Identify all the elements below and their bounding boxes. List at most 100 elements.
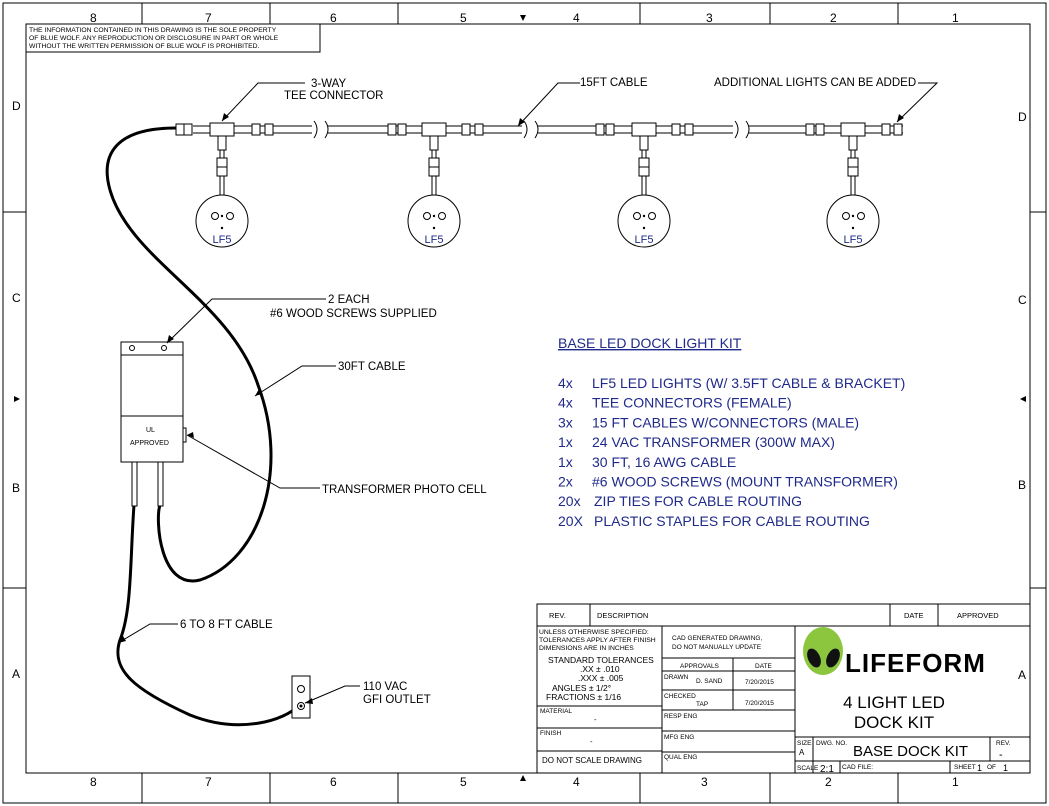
tee-connector [209, 122, 235, 137]
kit-item-qty: 3x [558, 414, 573, 430]
drop-connector [638, 166, 650, 177]
col-label: 3 [701, 775, 708, 789]
cable-6-to-8ft [116, 504, 300, 727]
light-assembly: LF5 [407, 122, 461, 248]
transformer-approved: APPROVED [130, 440, 169, 447]
svg-text:.XXX ± .005: .XXX ± .005 [578, 673, 624, 683]
svg-text:QUAL ENG: QUAL ENG [664, 754, 697, 761]
row-label: A [12, 667, 20, 681]
kit-item-desc: LF5 LED LIGHTS (W/ 3.5FT CABLE & BRACKET… [592, 375, 905, 391]
svg-text:DIMENSIONS ARE IN INCHES: DIMENSIONS ARE IN INCHES [539, 645, 634, 652]
drawing-title-2: DOCK KIT [854, 713, 934, 732]
led-light-icon [617, 194, 671, 248]
dwg-number: BASE DOCK KIT [853, 743, 968, 760]
svg-text:MATERIAL: MATERIAL [540, 708, 572, 715]
callout-6-to-8ft-cable: 6 TO 8 FT CABLE [180, 619, 273, 631]
svg-text:FINISH: FINISH [540, 730, 562, 737]
light-assembly: LF5 [617, 122, 671, 248]
svg-text:A: A [799, 748, 805, 757]
callouts: 3-WAY TEE CONNECTOR 15FT CABLE ADDITIONA… [180, 77, 916, 706]
drop-connector [638, 157, 650, 168]
transformer: UL APPROVED [120, 341, 187, 507]
led-light-icon [407, 194, 461, 248]
row-label: B [1018, 478, 1026, 492]
proprietary-notice: THE INFORMATION CONTAINED IN THIS DRAWIN… [29, 27, 279, 50]
row-label: D [1018, 110, 1027, 124]
svg-text:DO NOT MANUALLY UPDATE: DO NOT MANUALLY UPDATE [672, 644, 762, 651]
svg-text:DRAWN: DRAWN [664, 674, 689, 681]
svg-text:TOLERANCES APPLY AFTER FINISH: TOLERANCES APPLY AFTER FINISH [539, 637, 656, 644]
row-label: A [1018, 668, 1026, 682]
title-block-text: REV. DESCRIPTION DATE APPROVED UNLESS OT… [539, 611, 1011, 775]
kit-title: BASE LED DOCK LIGHT KIT [558, 335, 742, 351]
socket-icon [297, 685, 305, 693]
kit-item-qty: 1x [558, 454, 573, 470]
cable-break-symbols [312, 120, 750, 139]
light-label: LF5 [213, 234, 232, 246]
gfi-outlet [291, 675, 311, 719]
svg-text:UNLESS OTHERWISE SPECIFIED:: UNLESS OTHERWISE SPECIFIED: [539, 629, 649, 636]
col-label: 6 [330, 11, 337, 25]
drop-connector [847, 166, 859, 177]
notice-box [25, 23, 321, 53]
svg-text:TAP: TAP [696, 701, 708, 708]
svg-text:7/20/2015: 7/20/2015 [745, 679, 774, 686]
svg-text:DO NOT SCALE DRAWING: DO NOT SCALE DRAWING [542, 756, 642, 765]
drop-connector [428, 157, 440, 168]
svg-text:SHEET: SHEET [954, 764, 976, 771]
svg-text:-: - [590, 737, 593, 746]
callout-tee-2: TEE CONNECTOR [284, 90, 383, 102]
svg-text:.XX ± .010: .XX ± .010 [580, 664, 620, 674]
drop-connector [428, 166, 440, 177]
svg-text:-: - [594, 715, 597, 724]
svg-text:APPROVALS: APPROVALS [680, 663, 720, 670]
svg-text:REV.: REV. [996, 740, 1011, 747]
kit-item-qty: 4x [558, 395, 573, 411]
svg-text:WITHOUT THE WRITTEN PERMISSION: WITHOUT THE WRITTEN PERMISSION OF BLUE W… [29, 43, 260, 50]
svg-text:SCALE: SCALE [797, 765, 819, 772]
col-label: 8 [90, 11, 97, 25]
approved-header: APPROVED [957, 611, 999, 620]
col-label: 4 [573, 775, 580, 789]
kit-item-qty: 20x [558, 493, 581, 509]
callout-additional-lights: ADDITIONAL LIGHTS CAN BE ADDED [714, 77, 916, 89]
svg-text:1: 1 [977, 763, 982, 773]
row-label: D [12, 99, 21, 113]
col-label: 7 [205, 775, 212, 789]
callout-screws-1: 2 EACH [328, 294, 370, 306]
light-assembly: LF5 [826, 122, 880, 248]
socket-icon [297, 702, 305, 710]
date-header: DATE [904, 611, 923, 620]
callout-photo-cell: TRANSFORMER PHOTO CELL [322, 484, 487, 496]
svg-text:1: 1 [1003, 763, 1008, 773]
kit-item-desc: ZIP TIES FOR CABLE ROUTING [594, 493, 802, 509]
col-label: 7 [205, 11, 212, 25]
lifeform-logo: LIFEFORM [803, 627, 985, 678]
col-label: 4 [573, 11, 580, 25]
drop-connector [216, 157, 228, 168]
transformer-lead [157, 461, 164, 507]
col-label: 2 [830, 11, 837, 25]
col-label: 1 [952, 11, 959, 25]
col-label: 2 [825, 775, 832, 789]
leader-lines [117, 82, 939, 704]
kit-item-desc: 24 VAC TRANSFORMER (300W MAX) [592, 434, 835, 450]
callout-screws-2: #6 WOOD SCREWS SUPPLIED [270, 308, 437, 320]
cable-30ft [105, 126, 273, 583]
col-label: 3 [706, 11, 713, 25]
col-label: 6 [330, 775, 337, 789]
kit-item: 4x TEE CONNECTORS (FEMALE) [558, 395, 792, 411]
svg-text:FRACTIONS ± 1/16: FRACTIONS ± 1/16 [546, 692, 621, 702]
svg-text:CAD GENERATED DRAWING,: CAD GENERATED DRAWING, [672, 635, 762, 642]
light-label: LF5 [844, 234, 863, 246]
tee-connector [840, 122, 866, 137]
svg-text:ANGLES ± 1/2°: ANGLES ± 1/2° [552, 683, 611, 693]
light-assembly: LF5 [195, 122, 249, 248]
inline-connectors [175, 123, 903, 136]
kit-item-desc: TEE CONNECTORS (FEMALE) [592, 395, 792, 411]
led-light-icon [826, 194, 880, 248]
